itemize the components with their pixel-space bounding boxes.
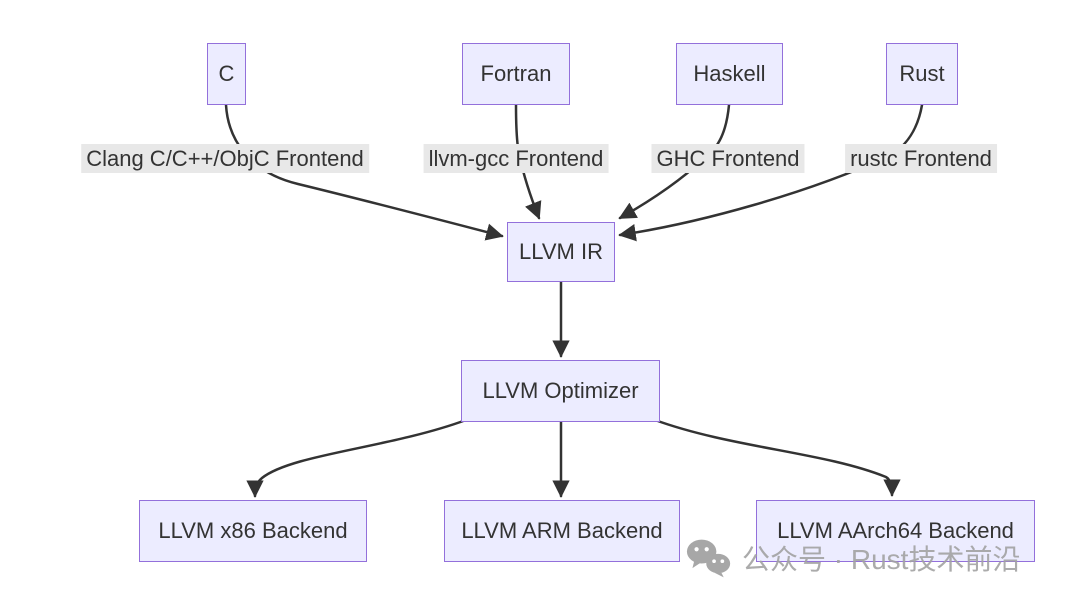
edge-label-rustc-frontend: rustc Frontend	[845, 144, 997, 173]
edge-label-llvm-gcc-frontend: llvm-gcc Frontend	[423, 144, 609, 173]
edge-c-to-llvm-ir	[224, 103, 504, 241]
node-llvm-arm-backend: LLVM ARM Backend	[444, 500, 680, 562]
node-haskell: Haskell	[676, 43, 783, 105]
node-rust: Rust	[886, 43, 958, 105]
node-fortran: Fortran	[462, 43, 570, 105]
node-llvm-ir: LLVM IR	[507, 222, 615, 282]
edge-label-clang-frontend: Clang C/C++/ObjC Frontend	[81, 144, 369, 173]
wechat-icon	[686, 538, 732, 578]
node-c: C	[207, 43, 246, 105]
edge-optimizer-to-aarch64	[653, 418, 901, 497]
edge-label-ghc-frontend: GHC Frontend	[651, 144, 805, 173]
node-llvm-x86-backend: LLVM x86 Backend	[139, 500, 367, 562]
node-llvm-aarch64-backend: LLVM AArch64 Backend	[756, 500, 1035, 562]
watermark-text: 公众号 · Rust技术前沿	[742, 544, 1021, 575]
node-llvm-optimizer: LLVM Optimizer	[461, 360, 660, 422]
edge-optimizer-to-x86	[246, 418, 468, 498]
edge-rust-to-llvm-ir	[618, 103, 924, 242]
watermark: 公众号 · Rust技术前沿	[686, 538, 1020, 578]
